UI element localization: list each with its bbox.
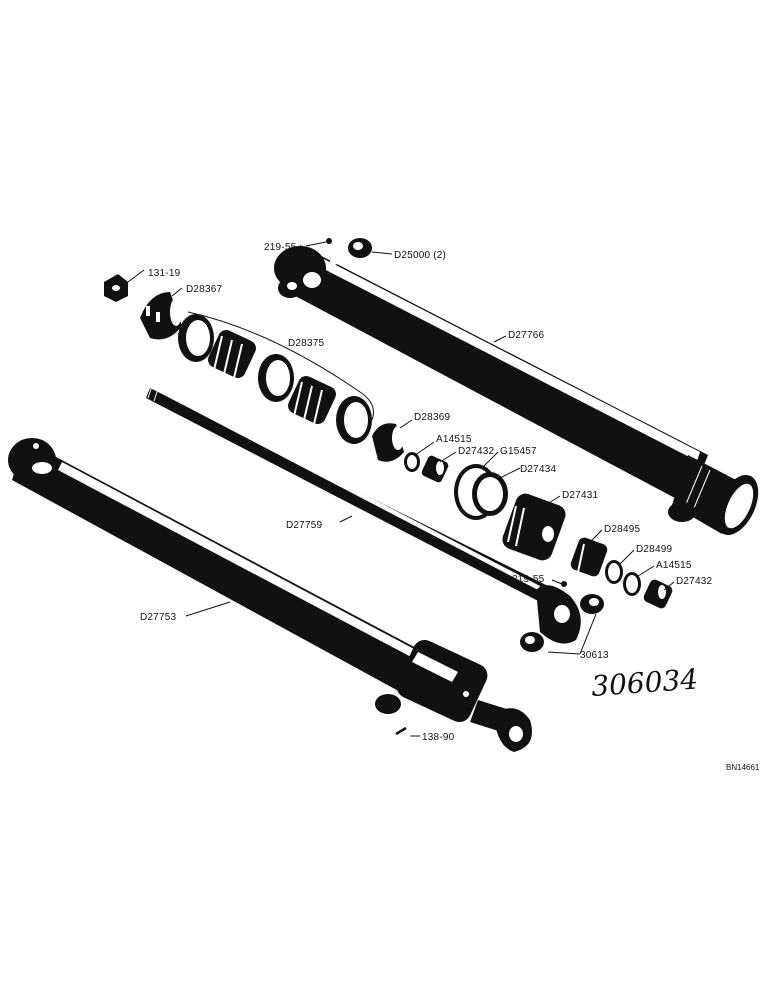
bushing-d28495: [570, 537, 608, 577]
packing-stack-1: [208, 330, 256, 379]
label-d28375: D28375: [288, 338, 324, 349]
grease-fitting-219-55-mid: [561, 581, 567, 587]
bushing-d25000-left: [278, 278, 302, 298]
d28375-bracket: [187, 311, 374, 421]
label-g15457: G15457: [500, 446, 537, 457]
label-138-90: 138-90: [422, 732, 455, 743]
label-d28495: D28495: [604, 524, 640, 535]
label-d27766: D27766: [508, 330, 544, 341]
label-d27432-a: D27432: [458, 446, 494, 457]
piston-d28367: [140, 292, 182, 340]
o-ring-a14515-a: [404, 452, 420, 472]
piston-nut-d28369: [372, 423, 404, 462]
nut-131-19: [104, 274, 128, 302]
drawing-id: BN14661: [726, 763, 760, 772]
seal-ring-3: [336, 396, 372, 444]
seal-ring-d27434: [472, 472, 508, 516]
label-219-55-top: 219-55: [264, 242, 297, 253]
label-131-19: 131-19: [148, 268, 181, 279]
label-d27434: D27434: [520, 464, 556, 475]
cylinder-assembly-d27753: [8, 438, 532, 752]
label-a14515-b: A14515: [656, 560, 692, 571]
gland-d27431: [502, 493, 566, 561]
leader-lines: [127, 241, 675, 737]
part-labels: 219-55 D25000 (2) 131-19 D28367 D28375 D…: [140, 242, 712, 743]
ring-d28499: [605, 560, 623, 584]
label-d27753: D27753: [140, 612, 176, 623]
bushing-d25000-top: [348, 238, 372, 258]
label-a14515-a: A14515: [436, 434, 472, 445]
packing-stack-2: [288, 376, 336, 425]
bushing-30613-a: [580, 594, 604, 614]
grease-fitting-219-55-top: [326, 238, 332, 244]
cylinder-barrel-d27766: [274, 245, 759, 535]
label-30613: 30613: [580, 650, 609, 661]
wiper-d27432-a: [421, 455, 449, 483]
label-d27431: D27431: [562, 490, 598, 501]
label-d27432-b: D27432: [676, 576, 712, 587]
piston-rod-d27759: [146, 385, 581, 644]
label-d28369: D28369: [414, 412, 450, 423]
label-d28367: D28367: [186, 284, 222, 295]
bushing-30613-b: [520, 632, 544, 652]
label-d28499: D28499: [636, 544, 672, 555]
seal-ring-1: [178, 314, 214, 362]
o-ring-a14515-b: [623, 572, 641, 596]
wiper-d27432-b: [643, 579, 673, 609]
barrel-threaded-end: [672, 455, 759, 535]
label-219-55-mid: 219-55: [512, 574, 545, 585]
label-d25000: D25000 (2): [394, 250, 446, 261]
handwritten-part-number: 306034: [590, 663, 699, 703]
label-d27759: D27759: [286, 520, 322, 531]
pin-138-90: [395, 726, 407, 736]
seal-ring-2: [258, 354, 294, 402]
